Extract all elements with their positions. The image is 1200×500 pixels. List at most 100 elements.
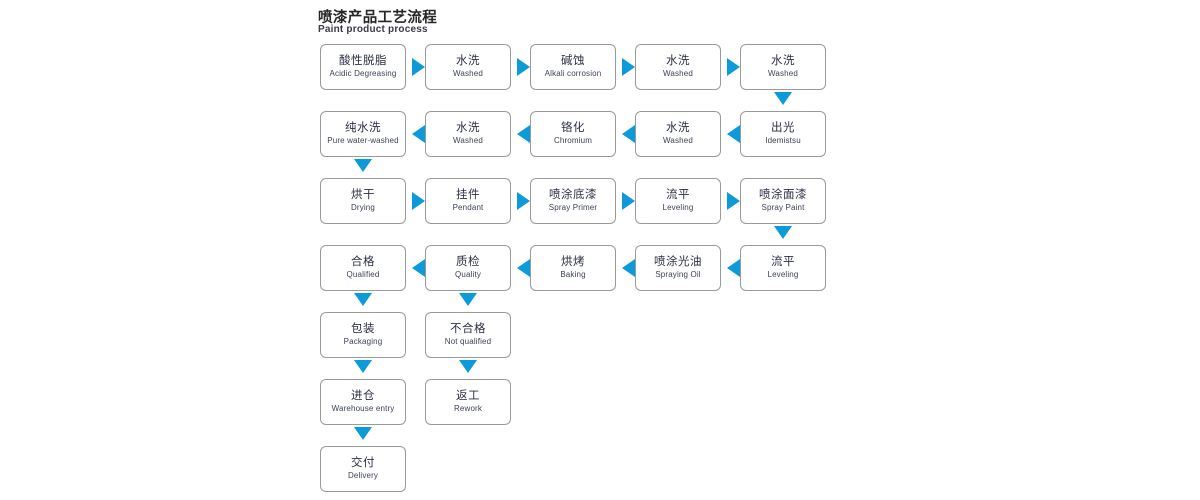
node-label-en: Not qualified [444, 337, 492, 347]
node-label-cn: 合格 [351, 256, 375, 269]
flow-node[interactable]: 铬化 Chromium [530, 111, 616, 157]
arrow-right-icon [517, 58, 530, 76]
page-title: 喷漆产品工艺流程 [318, 10, 438, 26]
arrow-right-icon [622, 192, 635, 210]
flow-node[interactable]: 纯水洗 Pure water-washed [320, 111, 406, 157]
node-label-en: Idemistsu [765, 136, 801, 146]
flow-node[interactable]: 返工 Rework [425, 379, 511, 425]
node-label-en: Spraying Oil [655, 270, 701, 280]
arrow-down-icon [459, 360, 477, 373]
arrow-right-icon [412, 192, 425, 210]
node-label-cn: 流平 [666, 189, 690, 202]
flow-node[interactable]: 交付 Delivery [320, 446, 406, 492]
node-label-cn: 酸性脱脂 [339, 55, 387, 68]
node-label-en: Chromium [553, 136, 593, 146]
node-label-cn: 水洗 [456, 122, 480, 135]
arrow-left-icon [412, 125, 425, 143]
flow-node[interactable]: 进仓 Warehouse entry [320, 379, 406, 425]
node-label-en: Packaging [343, 337, 383, 347]
flow-node[interactable]: 水洗 Washed [740, 44, 826, 90]
arrow-left-icon [622, 125, 635, 143]
node-label-cn: 纯水洗 [345, 122, 381, 135]
arrow-down-icon [354, 293, 372, 306]
node-label-en: Drying [350, 203, 376, 213]
node-label-cn: 喷涂底漆 [549, 189, 597, 202]
flow-node[interactable]: 烘干 Drying [320, 178, 406, 224]
node-label-en: Baking [560, 270, 586, 280]
flow-node[interactable]: 流平 Leveling [635, 178, 721, 224]
flow-node[interactable]: 不合格 Not qualified [425, 312, 511, 358]
node-label-en: Pendant [452, 203, 484, 213]
node-label-cn: 水洗 [666, 122, 690, 135]
node-label-en: Washed [663, 69, 693, 79]
flow-node[interactable]: 喷涂光油 Spraying Oil [635, 245, 721, 291]
arrow-down-icon [354, 427, 372, 440]
flow-node[interactable]: 水洗 Washed [635, 44, 721, 90]
flow-node[interactable]: 水洗 Washed [635, 111, 721, 157]
node-label-en: Alkali corrosion [544, 69, 602, 79]
flow-node[interactable]: 质检 Quality [425, 245, 511, 291]
flow-node[interactable]: 喷涂底漆 Spray Primer [530, 178, 616, 224]
node-label-cn: 水洗 [666, 55, 690, 68]
arrow-left-icon [727, 125, 740, 143]
node-label-cn: 喷涂光油 [654, 256, 702, 269]
node-label-en: Spray Primer [548, 203, 598, 213]
node-label-cn: 烘干 [351, 189, 375, 202]
flow-node[interactable]: 出光 Idemistsu [740, 111, 826, 157]
node-label-cn: 碱蚀 [561, 55, 585, 68]
arrow-right-icon [517, 192, 530, 210]
arrow-left-icon [517, 125, 530, 143]
flow-node[interactable]: 烘烤 Baking [530, 245, 616, 291]
flow-node[interactable]: 合格 Qualified [320, 245, 406, 291]
page-subtitle: Paint product process [318, 24, 428, 35]
node-label-cn: 出光 [771, 122, 795, 135]
arrow-right-icon [622, 58, 635, 76]
node-label-en: Quality [455, 270, 481, 280]
node-label-cn: 喷涂面漆 [759, 189, 807, 202]
node-label-cn: 包装 [351, 323, 375, 336]
node-label-en: Rework [453, 404, 483, 414]
flow-node[interactable]: 酸性脱脂 Acidic Degreasing [320, 44, 406, 90]
arrow-down-icon [354, 360, 372, 373]
flow-node[interactable]: 水洗 Washed [425, 44, 511, 90]
node-label-cn: 挂件 [456, 189, 480, 202]
node-label-en: Washed [453, 136, 483, 146]
node-label-cn: 交付 [351, 457, 375, 470]
flow-node[interactable]: 流平 Leveling [740, 245, 826, 291]
node-label-en: Leveling [662, 203, 694, 213]
flow-node[interactable]: 碱蚀 Alkali corrosion [530, 44, 616, 90]
node-label-en: Pure water-washed [327, 136, 399, 146]
node-label-en: Acidic Degreasing [329, 69, 397, 79]
node-label-en: Delivery [347, 471, 379, 481]
node-label-en: Washed [768, 69, 798, 79]
flow-node[interactable]: 包装 Packaging [320, 312, 406, 358]
arrow-down-icon [774, 92, 792, 105]
node-label-cn: 不合格 [450, 323, 486, 336]
node-label-cn: 进仓 [351, 390, 375, 403]
arrow-left-icon [727, 259, 740, 277]
node-label-cn: 烘烤 [561, 256, 585, 269]
arrow-left-icon [517, 259, 530, 277]
node-label-en: Washed [663, 136, 693, 146]
node-label-cn: 流平 [771, 256, 795, 269]
arrow-right-icon [727, 58, 740, 76]
arrow-right-icon [727, 192, 740, 210]
arrow-right-icon [412, 58, 425, 76]
node-label-cn: 返工 [456, 390, 480, 403]
node-label-en: Leveling [767, 270, 799, 280]
arrow-down-icon [774, 226, 792, 239]
arrow-down-icon [354, 159, 372, 172]
arrow-down-icon [459, 293, 477, 306]
arrow-left-icon [412, 259, 425, 277]
node-label-cn: 水洗 [771, 55, 795, 68]
node-label-cn: 水洗 [456, 55, 480, 68]
node-label-en: Spray Paint [761, 203, 805, 213]
node-label-en: Warehouse entry [331, 404, 395, 414]
flow-node[interactable]: 挂件 Pendant [425, 178, 511, 224]
node-label-cn: 质检 [456, 256, 480, 269]
flow-node[interactable]: 水洗 Washed [425, 111, 511, 157]
node-label-en: Washed [453, 69, 483, 79]
flow-node[interactable]: 喷涂面漆 Spray Paint [740, 178, 826, 224]
node-label-en: Qualified [346, 270, 380, 280]
